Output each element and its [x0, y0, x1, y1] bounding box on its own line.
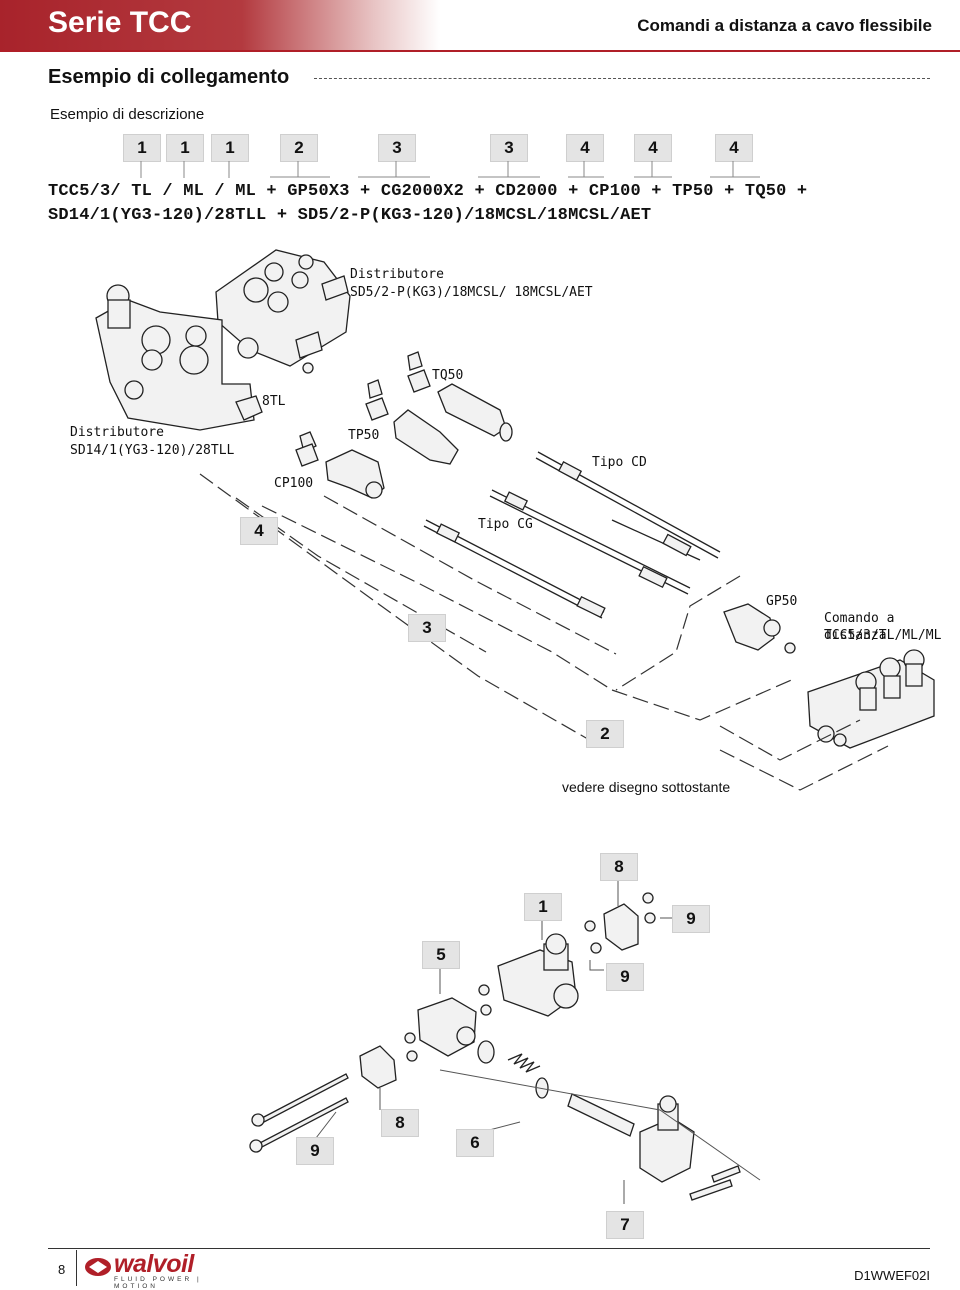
tp50-drawing [365, 379, 459, 465]
tipo-cg-label: Tipo CG [478, 517, 533, 532]
cp100-drawing [295, 431, 385, 499]
header-rule [0, 50, 960, 52]
code-badge: 3 [490, 134, 528, 162]
code-badge: 1 [211, 134, 249, 162]
description-title: Esempio di descrizione [50, 106, 205, 123]
exploded-view [249, 878, 761, 1204]
cp100-label: CP100 [274, 476, 314, 491]
document-code: D1WWEF02I [854, 1268, 930, 1283]
walvoil-mark-icon [85, 1258, 111, 1276]
code-badge: 4 [634, 134, 672, 162]
page-header: Serie TCC Comandi a distanza a cavo fles… [0, 0, 960, 50]
exploded-callout-1: 1 [524, 893, 562, 921]
exploded-callout-9-mid: 9 [606, 963, 644, 991]
callout-2: 2 [586, 720, 624, 748]
gp50-label: GP50 [766, 594, 798, 609]
distributor-top-label-2: SD5/2-P(KG3)/18MCSL/ 18MCSL/AET [350, 285, 593, 300]
code-badge: 2 [280, 134, 318, 162]
callout-3: 3 [408, 614, 446, 642]
code-badge: 4 [566, 134, 604, 162]
remote-label-1: Comando a distanza [824, 611, 895, 643]
exploded-callout-6: 6 [456, 1129, 494, 1157]
section-title: Esempio di collegamento [48, 66, 290, 88]
remote-control-drawing [807, 649, 935, 749]
brand-name: walvoil [114, 1250, 194, 1278]
tq50-drawing [407, 351, 513, 442]
connection-diagram [95, 249, 935, 791]
exploded-callout-9-left: 9 [296, 1137, 334, 1165]
distributor-left-label-1: Distributore [70, 425, 164, 440]
header-subtitle: Comandi a distanza a cavo flessibile [637, 16, 932, 35]
code-line-1: TCC5/3/ TL / ML / ML + GP50X3 + CG2000X2… [48, 182, 808, 201]
header-band [0, 0, 440, 50]
distributor-left-label-2: SD14/1(YG3-120)/28TLL [70, 443, 235, 458]
footer-rule [48, 1248, 930, 1249]
see-drawing-note: vedere disegno sottostante [562, 779, 731, 795]
code-badge: 4 [715, 134, 753, 162]
badge-connectors [140, 161, 760, 178]
tl8-label: 8TL [262, 394, 286, 409]
code-badge: 1 [123, 134, 161, 162]
series-title: Serie TCC [48, 6, 192, 39]
exploded-callout-5: 5 [422, 941, 460, 969]
tq50-label: TQ50 [432, 368, 464, 383]
footer-divider [76, 1250, 77, 1286]
tipo-cd-label: Tipo CD [592, 455, 647, 470]
distributor-sd5-drawing [215, 249, 351, 374]
code-badge: 3 [378, 134, 416, 162]
code-badge: 1 [166, 134, 204, 162]
remote-label-2: TCC5/3/TL/ML/ML [824, 628, 942, 643]
distributor-top-label-1: Distributore [350, 267, 444, 282]
distributor-sd14-drawing [95, 284, 263, 431]
exploded-callout-8-bottom: 8 [381, 1109, 419, 1137]
code-line-2: SD14/1(YG3-120)/28TLL + SD5/2-P(KG3-120)… [48, 206, 652, 225]
exploded-callout-7: 7 [606, 1211, 644, 1239]
exploded-callout-9-right: 9 [672, 905, 710, 933]
page-number: 8 [58, 1262, 66, 1277]
gp50-drawing [723, 603, 796, 654]
tp50-label: TP50 [348, 428, 380, 443]
exploded-callout-8-top: 8 [600, 853, 638, 881]
cable-drawings [423, 451, 721, 619]
section-dash-rule [314, 78, 930, 79]
walvoil-logo: walvoil FLUID POWER | MOTION [84, 1250, 234, 1290]
brand-tagline: FLUID POWER | MOTION [114, 1276, 202, 1290]
callout-4: 4 [240, 517, 278, 545]
